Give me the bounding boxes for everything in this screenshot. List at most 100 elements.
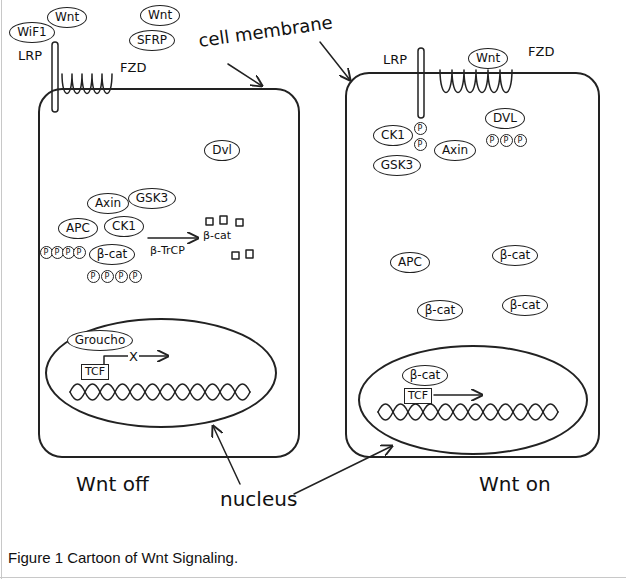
figure-caption: Figure 1 Cartoon of Wnt Signaling. [8,548,238,568]
lrp-receptor [52,42,58,112]
frame-line [0,577,626,578]
protein-oval: β-cat [502,295,549,316]
cell-state-label: Wnt on [479,472,551,496]
fragment-square [246,250,253,258]
protein-name: Axin [95,196,121,210]
dna-helix [70,384,250,400]
dna-helix [70,384,250,400]
frame-line [1,0,2,579]
protein-name: β-cat [410,368,441,382]
protein-name: P [55,248,60,257]
phosphate-circle: P [101,270,114,283]
lrp-receptor [418,48,424,118]
protein-oval: GSK3 [128,188,176,209]
protein-name: GSK3 [381,158,413,172]
protein-oval: β-cat [417,300,464,321]
phosphate-circle: P [500,134,513,147]
protein-name: Wnt [55,10,79,24]
protein-oval: Wnt [47,7,87,28]
protein-oval: SFRP [129,30,175,51]
phosphate-circle: P [73,246,86,259]
protein-name: P [66,248,71,257]
protein-name: β-cat [510,298,541,312]
protein-name: TCF [85,365,105,378]
annotation-label: β-cat [203,229,231,242]
protein-name: CK1 [381,128,405,142]
protein-name: APC [398,255,422,269]
protein-oval: β-cat [492,245,539,266]
tcf-box: TCF [81,364,109,380]
fragment-square [206,218,213,225]
dna-helix [378,404,558,420]
tcf-box: TCF [404,388,432,404]
protein-name: Axin [442,143,468,157]
protein-name: CK1 [112,219,136,233]
protein-name: Wnt [476,51,500,65]
protein-name: P [133,272,138,281]
annotation-label: X [128,349,139,364]
phosphate-circle: P [115,270,128,283]
protein-name: P [418,140,423,149]
protein-name: TCF [408,389,428,402]
protein-name: P [105,272,110,281]
fragment-square [232,252,239,259]
protein-name: Groucho [75,333,125,347]
protein-name: GSK3 [136,191,168,205]
protein-name: P [77,248,82,257]
protein-name: β-cat [97,247,128,261]
cell-outline: Wnt offDvlAxinGSK3APCCK1PPPPβ-catPPPPGro… [38,88,300,458]
phosphate-circle: P [414,122,427,135]
phosphate-circle: P [414,138,427,151]
fragment-square [220,216,227,224]
protein-oval: APC [390,252,430,273]
protein-name: P [418,124,423,133]
annotation-label: cell membrane [197,11,334,51]
fragment-square [236,219,243,226]
receptor-label: LRP [18,48,42,63]
leader-arrow [228,64,262,86]
protein-oval: Groucho [67,330,133,351]
protein-oval: Axin [434,140,476,161]
phosphate-circle: P [514,134,527,147]
phosphate-circle: P [129,270,142,283]
cell-outline: Wnt onCK1PPGSK3AxinDVLPPPAPCβ-catβ-catβ-… [345,72,600,458]
protein-oval: β-cat [402,365,449,386]
protein-oval: Wnt [140,5,180,26]
protein-name: Wnt [148,8,172,22]
nucleus-outline: GrouchoTCF [45,318,277,428]
protein-name: APC [66,221,90,235]
protein-oval: DVL [485,108,525,129]
leader-arrow [294,446,392,494]
receptor-label: FZD [528,44,554,59]
nucleus-outline: β-catTCF [358,345,588,455]
annotation-label: nucleus [220,488,297,511]
protein-name: Dvl [212,143,232,157]
degradation-arrow [148,237,198,239]
transcription-arrow [434,394,482,396]
dna-helix [378,404,558,420]
protein-oval: GSK3 [373,155,421,176]
protein-name: DVL [493,111,517,125]
protein-oval: Dvl [204,140,240,161]
fzd-receptor [62,74,112,94]
receptor-label: FZD [120,60,146,75]
leader-arrow [320,42,350,80]
protein-name: P [504,136,509,145]
cell-state-label: Wnt off [76,472,149,496]
protein-oval: Axin [87,193,129,214]
protein-name: WiF1 [17,25,46,39]
protein-name: P [490,136,495,145]
phosphate-circle: P [486,134,499,147]
receptor-label: LRP [383,52,407,67]
protein-name: P [91,272,96,281]
protein-oval: β-cat [89,244,136,265]
protein-name: P [44,248,49,257]
protein-oval: WiF1 [9,22,54,43]
protein-name: P [518,136,523,145]
protein-name: β-cat [425,303,456,317]
annotation-label: β-TrCP [150,244,185,257]
protein-name: SFRP [137,33,167,47]
protein-name: β-cat [500,248,531,262]
phosphate-circle: P [87,270,100,283]
protein-oval: CK1 [373,125,413,146]
